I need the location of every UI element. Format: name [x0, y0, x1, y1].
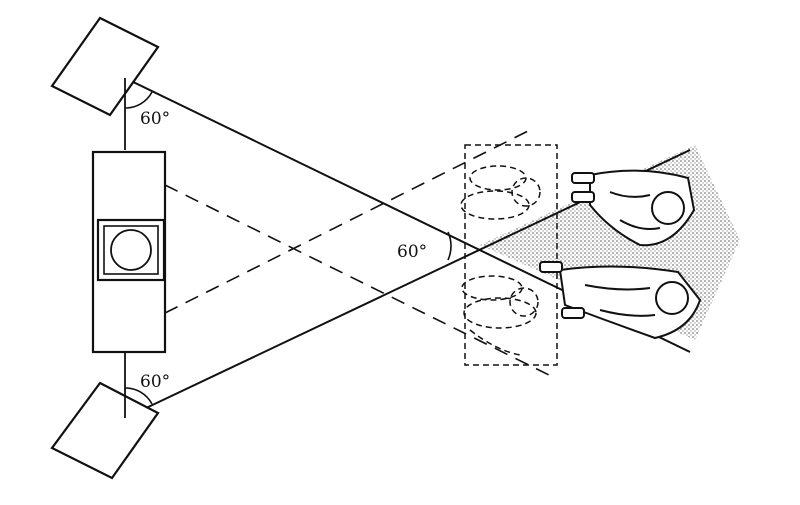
angle-arc-center — [447, 231, 452, 261]
angle-label-top: 60° — [140, 109, 170, 129]
angle-arc-bottom — [124, 387, 153, 405]
angle-arc-top — [124, 91, 153, 109]
angle-label-bottom: 60° — [140, 372, 170, 392]
dashed-line-bottom — [164, 129, 531, 314]
listener-seated-top — [571, 169, 696, 247]
alternate-listeners-dashed — [460, 144, 558, 366]
tv-screen — [103, 225, 159, 275]
speaker-bottom — [50, 381, 160, 480]
speaker-top — [50, 16, 160, 117]
listener-seated-bottom — [539, 261, 702, 340]
dashed-line-top — [164, 184, 556, 379]
tv-screen-face — [110, 229, 152, 271]
angle-label-center: 60° — [397, 242, 427, 262]
